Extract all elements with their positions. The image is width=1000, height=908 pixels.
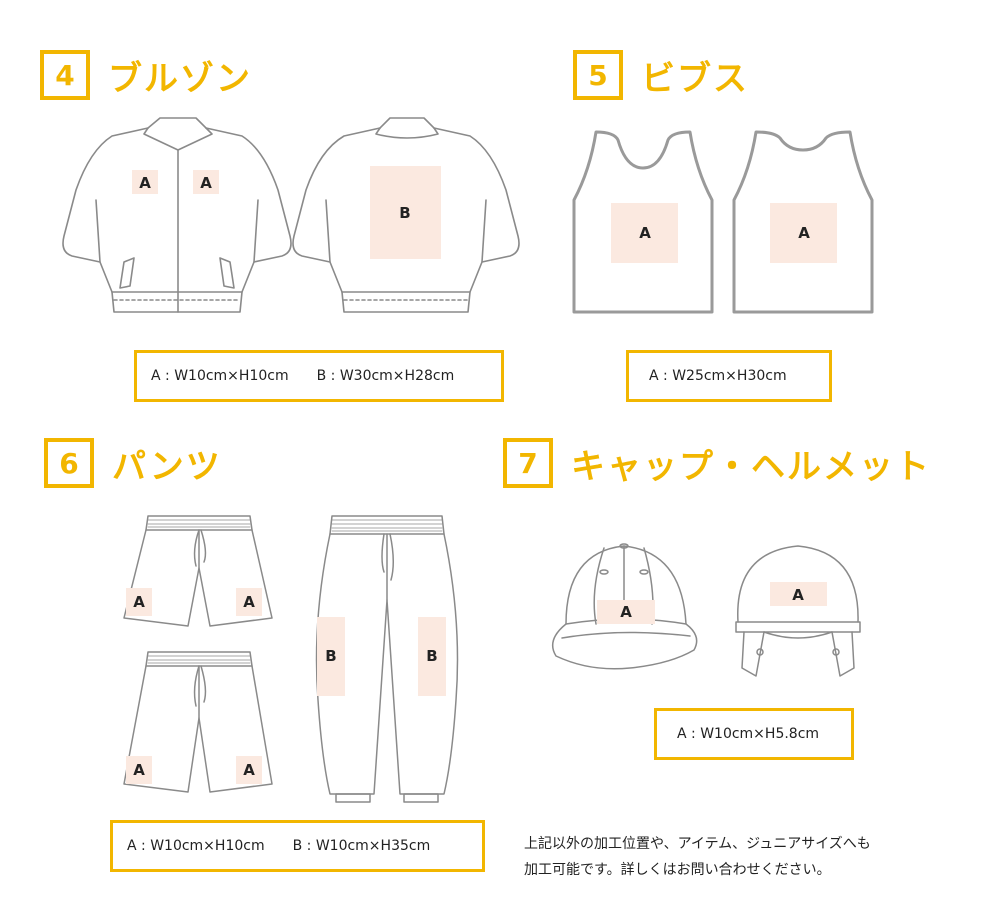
- zone-label: B: [399, 204, 410, 222]
- bibs-back-illustration: [732, 130, 874, 314]
- shorts-top-illustration: [123, 515, 273, 627]
- zone-pants-b-right: [418, 617, 446, 696]
- zone-label: A: [133, 593, 145, 611]
- zone-label: A: [243, 761, 255, 779]
- zone-helmet-a: [770, 582, 827, 606]
- spec-box-blouson: A : W10cm×H10cm B : W30cm×H28cm: [134, 350, 504, 402]
- blouson-front-illustration: [62, 117, 292, 313]
- section-header-blouson: 4 ブルゾン: [40, 50, 252, 100]
- spec-b: B : W30cm×H28cm: [316, 368, 455, 384]
- zone-labels: A A B A A A A A A B B A A: [133, 174, 810, 779]
- zone-label: A: [620, 603, 632, 621]
- zone-label: A: [639, 224, 651, 242]
- zone-label: A: [133, 761, 145, 779]
- spec-a: A : W10cm×H5.8cm: [677, 726, 820, 742]
- section-title: ブルゾン: [108, 58, 252, 99]
- zone-blouson-a-right: [193, 170, 219, 194]
- zone-blouson-a-left: [132, 170, 158, 194]
- section-title: キャップ・ヘルメット: [571, 446, 931, 487]
- spec-a: A : W10cm×H10cm: [151, 368, 289, 384]
- section-number-box: 7: [503, 438, 553, 488]
- spec-a: A : W25cm×H30cm: [649, 368, 787, 384]
- section-title: ビブス: [641, 58, 749, 99]
- long-pants-illustration: [315, 515, 459, 803]
- zone-label: A: [798, 224, 810, 242]
- section-header-pants: 6 パンツ: [44, 438, 222, 488]
- bibs-front-illustration: [572, 130, 714, 314]
- zone-bibs-a-back: [770, 203, 837, 263]
- spec-box-bibs: A : W25cm×H30cm: [626, 350, 832, 402]
- spec-box-pants: A : W10cm×H10cm B : W10cm×H35cm: [110, 820, 485, 872]
- footnote-line-2: 加工可能です。詳しくはお問い合わせください。: [524, 862, 831, 878]
- section-header-cap: 7 キャップ・ヘルメット: [503, 438, 931, 488]
- zone-label: B: [325, 647, 336, 665]
- zone-label: A: [792, 586, 804, 604]
- footnote: 上記以外の加工位置や、アイテム、ジュニアサイズへも 加工可能です。詳しくはお問い…: [524, 831, 871, 883]
- zone-blouson-b: [370, 166, 441, 259]
- zone-shorts-bottom-a-left: [126, 756, 152, 784]
- print-zones: [126, 166, 837, 784]
- blouson-back-illustration: [292, 117, 520, 313]
- zone-label: A: [200, 174, 212, 192]
- zone-label: A: [243, 593, 255, 611]
- zone-bibs-a-front: [611, 203, 678, 263]
- zone-shorts-top-a-left: [126, 588, 152, 616]
- spec-box-cap: A : W10cm×H5.8cm: [654, 708, 854, 760]
- footnote-line-1: 上記以外の加工位置や、アイテム、ジュニアサイズへも: [524, 836, 871, 852]
- spec-a: A : W10cm×H10cm: [127, 838, 265, 854]
- zone-cap-a: [597, 600, 655, 624]
- section-title: パンツ: [112, 446, 222, 487]
- section-number-box: 6: [44, 438, 94, 488]
- spec-b: B : W10cm×H35cm: [292, 838, 431, 854]
- zone-pants-b-left: [317, 617, 345, 696]
- section-number-box: 4: [40, 50, 90, 100]
- shorts-bottom-illustration: [123, 651, 273, 793]
- helmet-illustration: [735, 545, 861, 677]
- zone-shorts-top-a-right: [236, 588, 262, 616]
- zone-label: B: [426, 647, 437, 665]
- zone-label: A: [139, 174, 151, 192]
- section-number-box: 5: [573, 50, 623, 100]
- zone-shorts-bottom-a-right: [236, 756, 262, 784]
- section-header-bibs: 5 ビブス: [573, 50, 749, 100]
